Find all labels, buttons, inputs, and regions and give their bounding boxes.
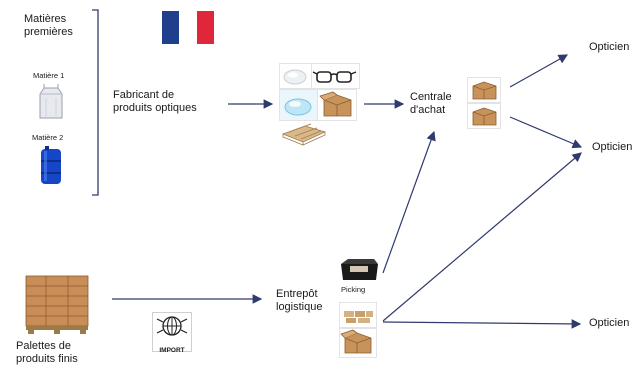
material-1-label: Matière 1 — [33, 71, 65, 80]
import-icon: IMPORT — [152, 312, 192, 354]
arrow-warehouse-to-central — [382, 130, 436, 274]
central-purchasing-label: Centrale d'achat — [410, 91, 452, 117]
warehouse-box-icon — [339, 328, 377, 358]
arrow-warehouse-to-optician-3 — [382, 319, 582, 329]
import-label: IMPORT — [159, 347, 185, 354]
finished-pallet-icon — [25, 275, 89, 334]
glasses-icon — [311, 63, 360, 89]
french-flag-icon — [162, 11, 214, 44]
optician-2-label: Opticien — [592, 141, 633, 153]
arrow-central-to-optician-2 — [509, 116, 583, 149]
big-bag-icon — [39, 84, 63, 119]
warehouse-line-1: Entrepôt — [276, 288, 318, 300]
raw-materials-bracket — [92, 9, 99, 196]
raw-materials-line-2: premières — [24, 26, 73, 38]
pallets-line-1: Palettes de — [16, 340, 72, 352]
cardboard-box-icon — [317, 89, 357, 121]
optician-3-label: Opticien — [589, 317, 630, 329]
optician-1-label: Opticien — [589, 41, 630, 53]
manufacturer-label: Fabricant de produits optiques — [113, 89, 197, 115]
warehouse-label: Entrepôt logistique — [276, 288, 322, 314]
pallet-icon — [281, 123, 327, 146]
blue-drum-icon — [41, 146, 61, 184]
central-box-2-icon — [467, 103, 501, 129]
warehouse-goods-image — [339, 302, 377, 328]
arrow-central-to-optician-1 — [509, 54, 569, 88]
manufacturer-line-2: produits optiques — [113, 102, 197, 114]
arrow-warehouse-to-optician-2 — [382, 152, 582, 322]
lens-blue-image — [279, 89, 318, 121]
pallets-label: Palettes de produits finis — [16, 340, 78, 366]
central-purchasing-line-2: d'achat — [410, 104, 446, 116]
central-box-1-icon — [467, 77, 501, 103]
manufacturer-line-1: Fabricant de — [113, 89, 175, 101]
warehouse-line-2: logistique — [276, 301, 323, 313]
picking-label: Picking — [341, 285, 366, 294]
central-purchasing-line-1: Centrale — [410, 91, 452, 103]
raw-materials-label: Matières premières — [24, 13, 73, 39]
pallets-line-2: produits finis — [16, 353, 78, 365]
material-2-label: Matière 2 — [32, 133, 64, 142]
raw-materials-line-1: Matières — [24, 13, 67, 25]
lens-blank-image — [279, 63, 312, 89]
picking-box-icon — [341, 259, 378, 280]
